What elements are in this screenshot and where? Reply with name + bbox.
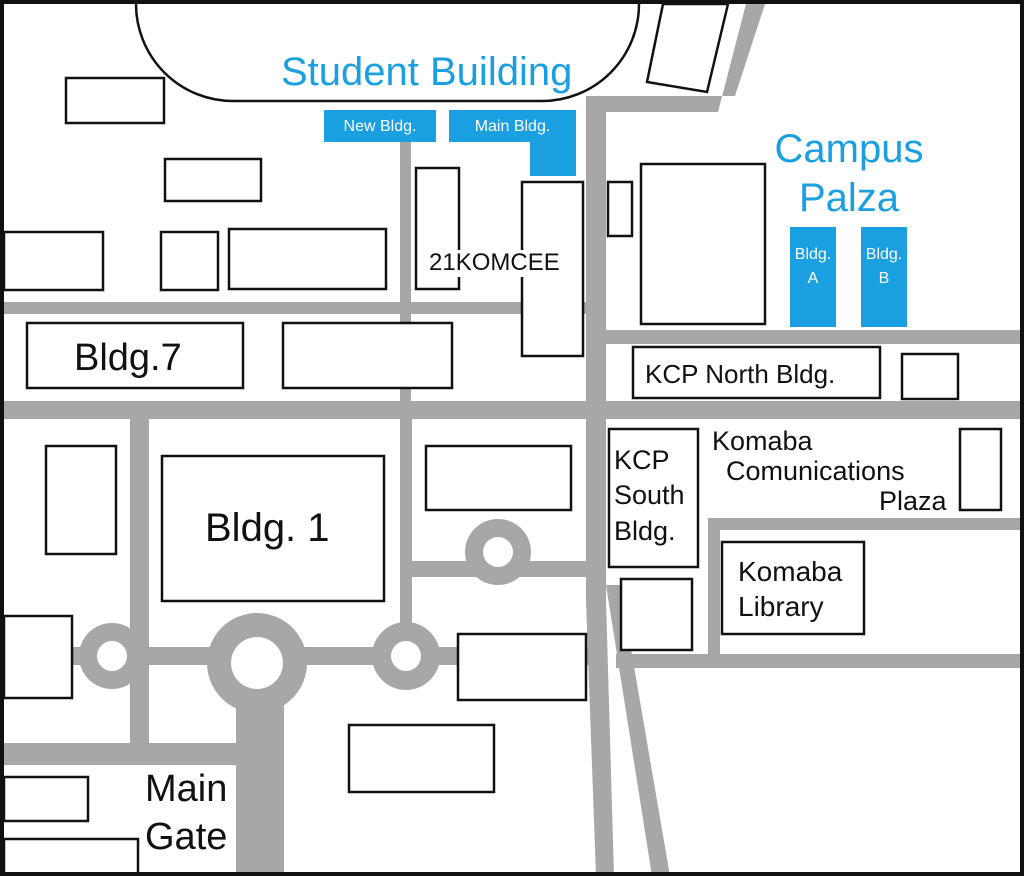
kcp-south-label-line3: Bldg.: [614, 516, 676, 546]
bldg-a-highlight: [790, 227, 836, 327]
building: [2, 230, 105, 292]
building: [456, 632, 588, 702]
kcp-south-label-line1: KCP: [614, 445, 670, 475]
road-main-horizontal: [4, 401, 1020, 419]
main-gate-label-line1: Main: [145, 768, 228, 810]
road-gate-west: [4, 743, 244, 765]
main-bldg-label: Main Bldg.: [474, 118, 551, 135]
bldg7-label: Bldg.7: [74, 337, 182, 379]
stadium-track: [134, 3, 641, 103]
library-label-line2: Library: [738, 591, 824, 622]
road-central-spine: [586, 108, 614, 876]
building: [44, 444, 118, 556]
komaba-comm-label-line1: Komaba: [712, 426, 813, 456]
buildings: [2, 2, 1003, 876]
road-library-north: [708, 518, 1020, 530]
bldg1-label: Bldg. 1: [205, 506, 330, 550]
building-northeast-tilted: [645, 2, 730, 94]
building: [64, 76, 166, 125]
building: [347, 723, 496, 794]
building-kcp-south: [607, 427, 700, 569]
building: [639, 162, 767, 326]
building: [619, 577, 694, 652]
building: [159, 230, 220, 292]
highlighted-buildings: [324, 110, 907, 327]
bldg-b-label-line2: B: [878, 270, 890, 287]
bldg-b-label-line1: Bldg.: [865, 246, 903, 263]
building-kcp-north: [631, 345, 882, 400]
building-bldg1: [160, 454, 386, 603]
road-center-vertical: [400, 419, 412, 629]
road-north-curve: [586, 4, 765, 112]
main-gate-label-line2: Gate: [145, 816, 228, 858]
road-student-north: [400, 140, 411, 302]
library-label-line1: Komaba: [738, 556, 843, 587]
komcee-label: 21KOMCEE: [428, 249, 561, 277]
kcp-south-label-line2: South: [614, 480, 685, 510]
campus-plaza-label-line2: Palza: [798, 176, 900, 220]
bldg-b-highlight: [861, 227, 907, 327]
building: [2, 775, 90, 823]
building: [281, 321, 454, 390]
building-komaba-library: [720, 540, 866, 636]
building: [2, 614, 74, 700]
building: [2, 837, 140, 876]
road-library-west: [708, 518, 720, 658]
main-bldg-highlight: [449, 110, 576, 176]
road-upper-east: [599, 330, 1020, 344]
building: [424, 444, 573, 512]
student-building-label: Student Building: [281, 50, 573, 94]
kcp-north-label: KCP North Bldg.: [645, 359, 836, 389]
bldg-a-label-line2: A: [807, 270, 819, 287]
building-bldg7: [25, 321, 245, 390]
new-bldg-highlight: [324, 110, 436, 142]
building: [958, 427, 1003, 512]
campus-plaza-label-line1: Campus: [774, 127, 924, 171]
road-upper-west: [4, 302, 599, 314]
road-west-vertical: [130, 419, 149, 757]
bldg-a-label-line1: Bldg.: [794, 246, 832, 263]
road-library-south: [616, 654, 1020, 668]
building: [900, 352, 960, 401]
komaba-comm-label-line2: Comunications: [726, 456, 905, 486]
building: [227, 227, 388, 291]
building: [163, 157, 263, 203]
building: [606, 180, 634, 238]
komaba-comm-label-line3: Plaza: [879, 486, 947, 516]
new-bldg-label: New Bldg.: [343, 118, 417, 135]
